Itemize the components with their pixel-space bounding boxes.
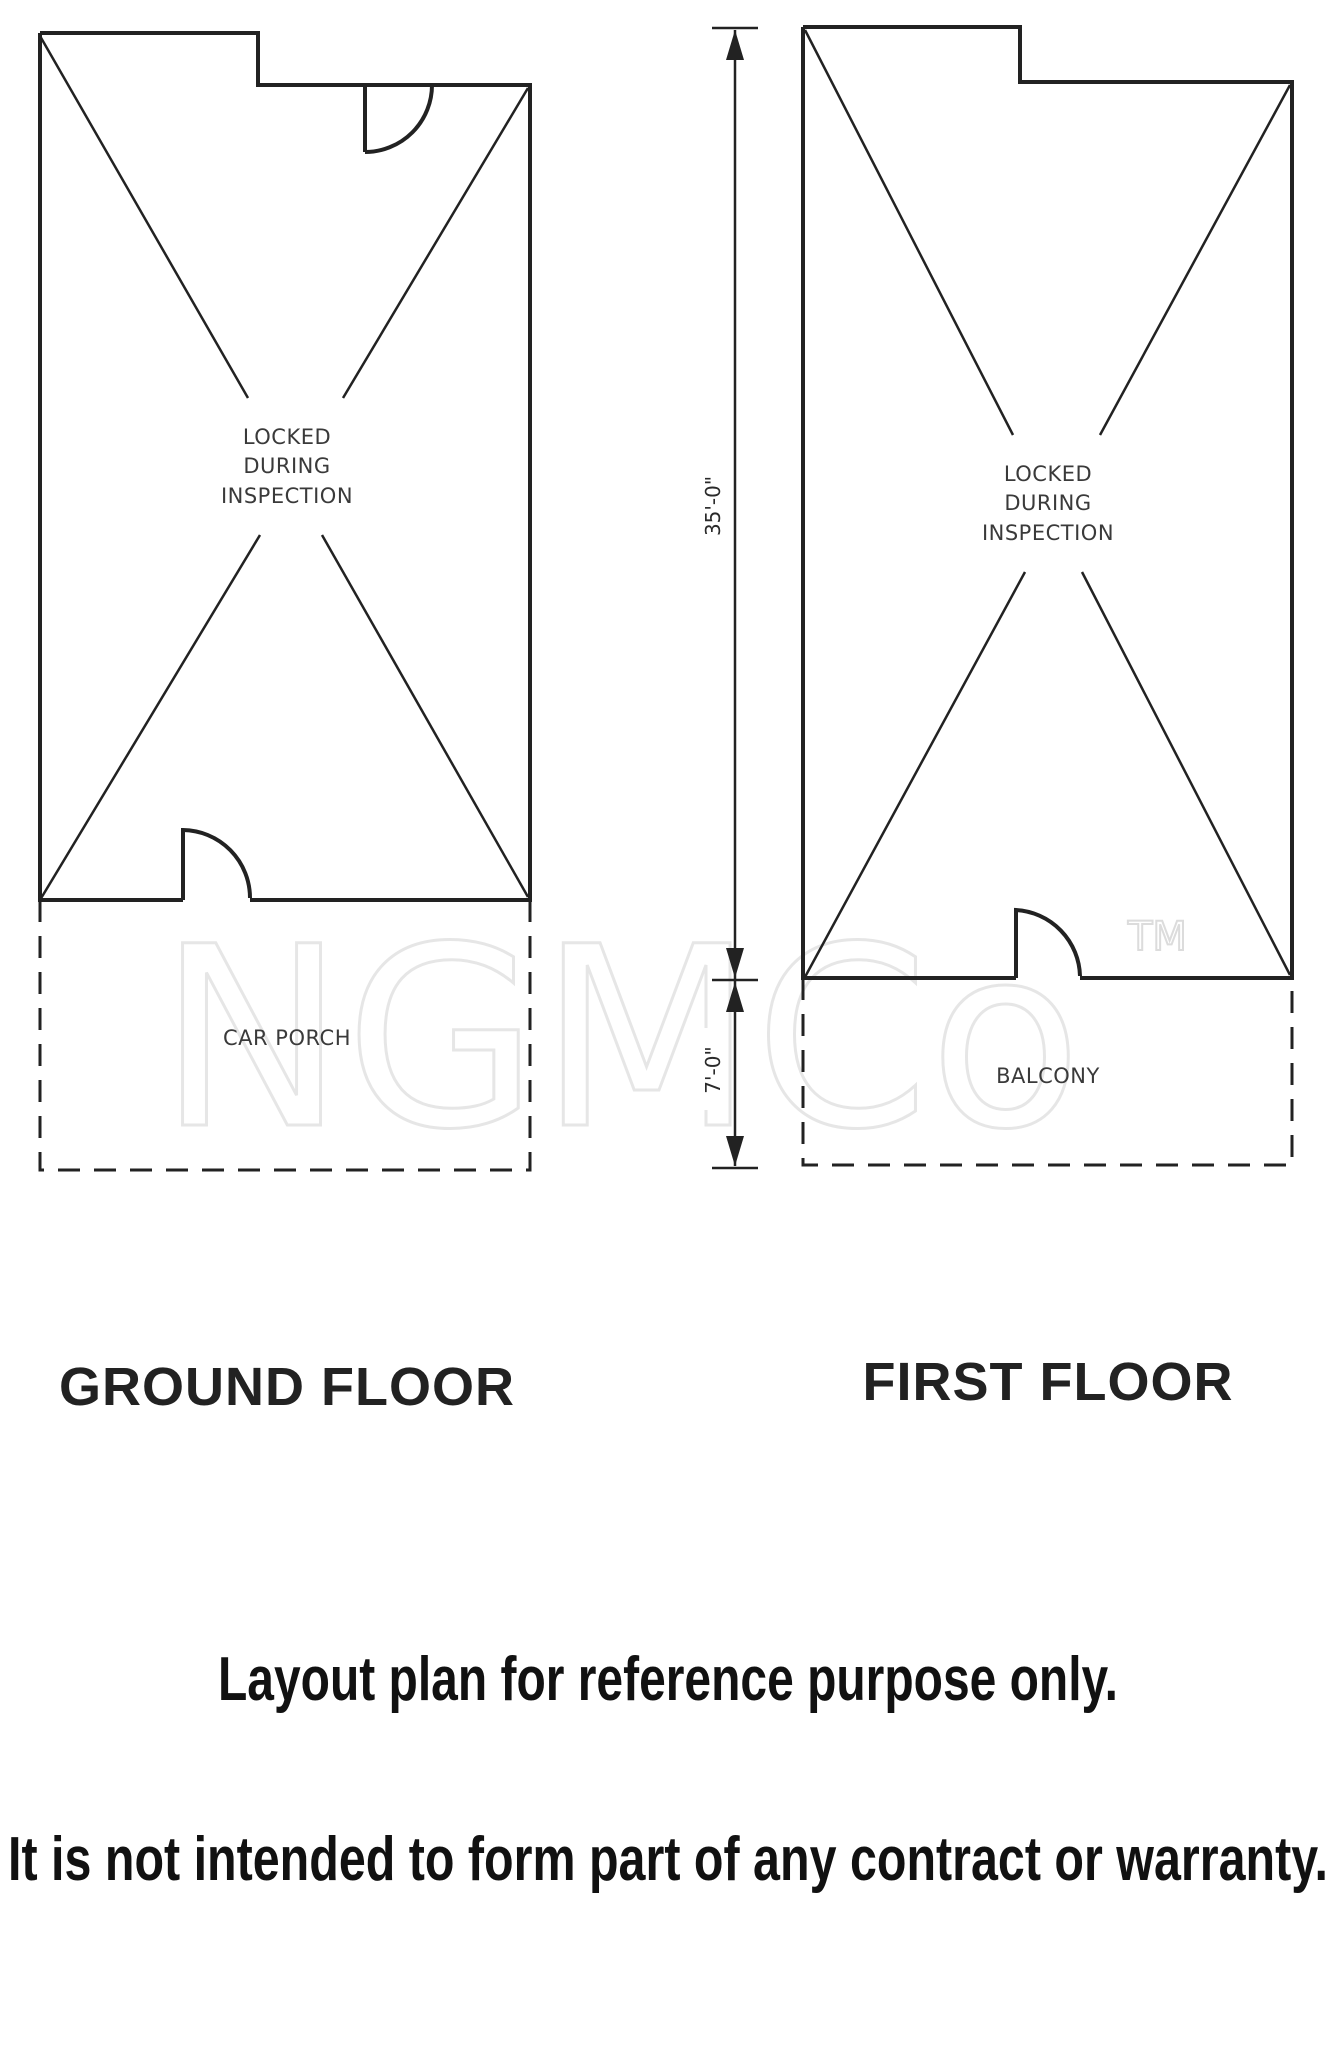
car-porch-label: CAR PORCH [223,1026,351,1050]
watermark-logo: NGMCo [158,893,1082,1184]
first-diagonal [803,29,1015,436]
ground-diagonal [341,87,530,399]
ground-floor-entry-door [181,827,252,900]
car-porch-outline [38,900,532,1172]
dimension-arrow [726,1136,744,1166]
dimension-arrow [726,982,744,1012]
ground-diagonal [320,534,530,898]
ground-floor-room-label: LOCKED [243,425,331,449]
first-diagonal [1098,84,1292,436]
dimension-arrow [726,948,744,978]
watermark-trademark: TM [1127,914,1187,960]
ground-diagonal [38,35,250,399]
first-diagonal [803,571,1027,978]
first-floor-title: FIRST FLOOR [863,1352,1234,1412]
dimension-label-bg [700,1028,728,1110]
ground-floor-title: GROUND FLOOR [59,1357,515,1417]
disclaimer-line-1: Layout plan for reference purpose only. [218,1645,1118,1714]
balcony-label: BALCONY [996,1064,1100,1088]
first-diagonal [1080,571,1292,976]
ground-floor-room-label: DURING [243,454,330,478]
dimension-line: 35'-0" 7'-0" [700,26,758,1170]
dimension-main-label: 35'-0" [701,476,725,536]
dimension-extension-label: 7'-0" [701,1046,725,1093]
first-floor-balcony-door [1014,907,1082,978]
first-floor-room-label: LOCKED [1004,462,1092,486]
first-floor-plan: LOCKED DURING INSPECTION BALCONY [801,25,1294,1167]
disclaimer-line-2: It is not intended to form part of any c… [8,1825,1328,1894]
first-floor-room-label: INSPECTION [982,521,1114,545]
dimension-arrow [726,30,744,60]
first-floor-room-label: DURING [1004,491,1091,515]
dimension-label-bg [700,440,728,550]
ground-diagonal [38,534,262,901]
ground-floor-plan: LOCKED DURING INSPECTION CAR PORCH [38,31,532,1172]
ground-floor-top-door [364,84,434,154]
ground-floor-room-label: INSPECTION [221,484,353,508]
balcony-outline [801,978,1294,1167]
